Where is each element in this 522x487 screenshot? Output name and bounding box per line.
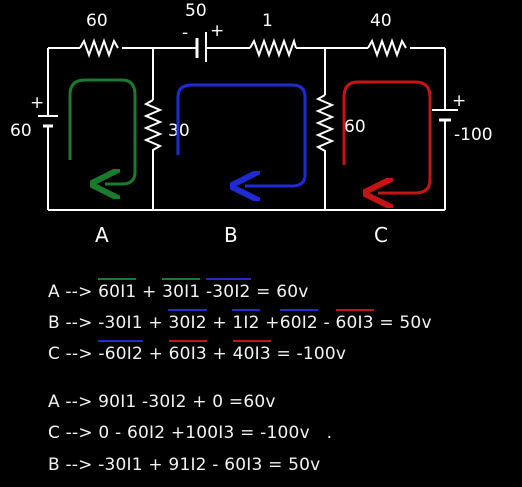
equation-term: 0 - 60I2 +100I3 = -100v . <box>98 423 333 443</box>
source-left <box>38 115 58 135</box>
label-source-top-mid: 50 <box>185 1 207 21</box>
equation-term: = -100v <box>270 344 347 364</box>
loop-overline <box>98 340 143 342</box>
loop-c-arrow <box>342 80 432 193</box>
loop-a-arrow <box>68 78 137 184</box>
equation-term: -30I1 + 91I2 - 60I3 = 50v <box>98 455 321 475</box>
loop-overline <box>232 309 260 311</box>
equation-term: 40I3 <box>232 340 271 364</box>
equation-term: + <box>259 313 280 333</box>
loop-overline <box>168 340 207 342</box>
equation-line: B --> -30I1 + 91I2 - 60I3 = 50v <box>48 455 320 475</box>
equation-term: 90I1 -30I2 + 0 =60v <box>98 392 276 412</box>
label-source-top-mid-plus: + <box>210 21 224 41</box>
resistor-top-right <box>367 38 407 58</box>
equation-line: A --> 90I1 -30I2 + 0 =60v <box>48 392 276 412</box>
equation-prefix: C --> <box>48 423 99 443</box>
resistor-center-right <box>315 94 335 161</box>
circuit-wires <box>47 47 446 211</box>
equation-term: -60I2 <box>98 340 143 364</box>
loop-overline <box>168 309 207 311</box>
equation-term: 60I3 <box>335 309 374 333</box>
label-resistor-top-mid: 1 <box>262 11 273 31</box>
equation-prefix: A --> <box>48 282 99 302</box>
equation-term: 60I3 <box>168 340 207 364</box>
label-resistor-center-right: 60 <box>344 117 366 137</box>
equation-term: - <box>317 313 336 333</box>
label-source-right: -100 <box>454 125 493 145</box>
label-source-top-mid-minus: - <box>182 23 188 43</box>
equation-term: + <box>143 344 169 364</box>
equation-term: 30I1 <box>162 278 201 302</box>
label-source-right-plus: + <box>452 91 466 111</box>
loop-overline <box>335 309 374 311</box>
equation-term: 60I1 <box>98 278 137 302</box>
label-resistor-top-left: 60 <box>86 11 108 31</box>
equation-term: + <box>206 313 233 333</box>
equation-term: + <box>206 344 233 364</box>
loop-label-b: B <box>224 223 238 247</box>
equation-term: = 60v <box>250 282 309 302</box>
source-right <box>432 109 458 128</box>
loop-overline <box>98 278 137 280</box>
equation-term: -30I1 <box>98 313 143 333</box>
equation-term: -30I2 <box>205 278 251 302</box>
equation-line: B --> -30I1 + 30I2 + 1I2 +60I2 - 60I3 = … <box>48 309 432 333</box>
equation-prefix: B --> <box>48 313 99 333</box>
loop-label-c: C <box>374 223 388 247</box>
circuit-diagram: 60 50 - + 1 40 60 + 30 60 -100 + A B C <box>10 1 493 247</box>
label-source-left: 60 <box>10 121 32 141</box>
loop-overline <box>232 340 271 342</box>
equation-prefix: B --> <box>48 455 99 475</box>
equation-term: 1I2 <box>232 309 260 333</box>
equation-term: = 50v <box>373 313 432 333</box>
equation-prefix: A --> <box>48 392 99 412</box>
loop-overline <box>162 278 201 280</box>
label-source-left-plus: + <box>30 93 44 113</box>
equation-term: + <box>136 282 163 302</box>
equation-line: C --> 0 - 60I2 +100I3 = -100v . <box>48 423 332 443</box>
loop-label-a: A <box>95 223 109 247</box>
loop-overline <box>205 278 251 280</box>
equation-line: A --> 60I1 + 30I1 -30I2 = 60v <box>48 278 309 302</box>
equation-term: 60I2 <box>279 309 318 333</box>
equation-line: C --> -60I2 + 60I3 + 40I3 = -100v <box>48 340 347 364</box>
label-resistor-top-right: 40 <box>370 11 392 31</box>
resistor-center-left <box>143 99 163 160</box>
resistor-top-left <box>79 38 119 58</box>
equation-term: 30I2 <box>168 309 207 333</box>
equation-term: + <box>142 313 169 333</box>
equation-prefix: C --> <box>48 344 99 364</box>
source-top-mid <box>188 32 214 62</box>
resistor-top-mid <box>249 37 297 58</box>
loop-b-arrow <box>176 83 307 186</box>
loop-overline <box>279 309 318 311</box>
